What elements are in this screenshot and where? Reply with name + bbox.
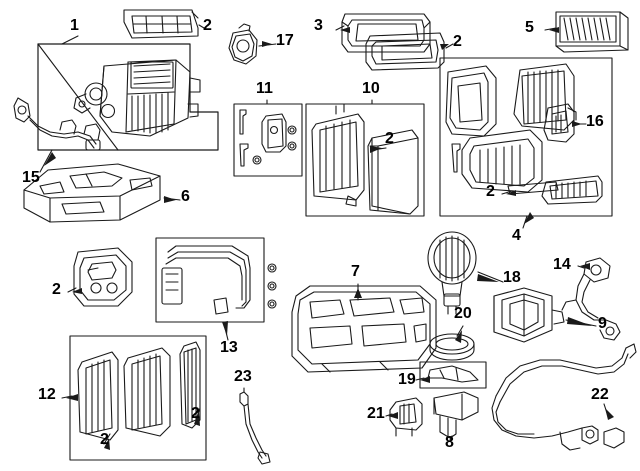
callout-18: 18 xyxy=(503,269,521,286)
callout-23: 23 xyxy=(234,368,252,385)
callout-12: 12 xyxy=(38,386,56,403)
part-2e-door-cover xyxy=(73,247,133,307)
leader-21 xyxy=(385,413,393,417)
callout-16: 16 xyxy=(586,113,604,130)
group-10-evaporator-box xyxy=(305,103,425,217)
leader-5 xyxy=(544,27,557,31)
callout-13: 13 xyxy=(220,339,238,356)
callout-2-b: 2 xyxy=(453,33,462,50)
leader-15 xyxy=(39,149,53,173)
callout-5: 5 xyxy=(525,19,534,36)
callout-10: 10 xyxy=(362,80,380,97)
group-4-blower-case-box xyxy=(439,57,613,217)
part-19-mounting-bracket xyxy=(419,361,487,389)
part-23-drain-tube xyxy=(239,391,271,465)
leader-2e xyxy=(67,287,77,293)
leader-8 xyxy=(449,435,453,441)
callout-15: 15 xyxy=(22,169,40,186)
callout-21: 21 xyxy=(367,405,385,422)
leader-19 xyxy=(415,377,425,381)
part-14-harness-connector xyxy=(561,257,621,341)
part-16-blower-resistor xyxy=(543,103,577,143)
part-2-vent-grille xyxy=(123,9,199,39)
leader-14 xyxy=(577,265,585,269)
callout-17: 17 xyxy=(276,32,294,49)
part-20-seal-ring xyxy=(429,333,475,361)
callout-22: 22 xyxy=(591,386,609,403)
part-18-blower-motor-fan xyxy=(427,231,477,315)
callout-2-e: 2 xyxy=(52,281,61,298)
part-2b-duct-seal xyxy=(365,32,445,71)
leader-2a xyxy=(198,24,205,29)
leader-20 xyxy=(456,325,464,337)
leader-1 xyxy=(61,35,79,45)
part-21-relay-module xyxy=(389,397,423,437)
callout-2-f: 2 xyxy=(191,405,200,422)
group-11-expansion-valve-box xyxy=(233,103,303,177)
part-9-duct-adapter xyxy=(493,287,565,343)
leader-2d xyxy=(501,190,513,195)
callout-2-a: 2 xyxy=(203,17,212,34)
part-5-cabin-air-filter xyxy=(555,11,629,53)
callout-19: 19 xyxy=(398,371,416,388)
part-17-actuator xyxy=(228,23,258,65)
callout-9: 9 xyxy=(598,315,607,332)
callout-4: 4 xyxy=(512,227,521,244)
group-13-hose-pipe-box xyxy=(155,237,277,323)
callout-2-g: 2 xyxy=(100,431,109,448)
part-15-harness-sensor xyxy=(13,97,101,151)
callout-2-d: 2 xyxy=(486,183,495,200)
part-7-lower-housing-tray xyxy=(291,285,437,373)
callout-20: 20 xyxy=(454,305,472,322)
part-22-main-wiring-harness xyxy=(491,343,637,451)
callout-3: 3 xyxy=(314,17,323,34)
group-12-heater-core-box xyxy=(69,335,207,461)
callout-7: 7 xyxy=(351,263,360,280)
leader-12 xyxy=(61,395,73,399)
group-1-heater-case-box xyxy=(37,43,219,151)
leader-18 xyxy=(477,271,504,283)
callout-2-c: 2 xyxy=(385,130,394,147)
callout-1: 1 xyxy=(70,17,79,34)
callout-11: 11 xyxy=(256,80,273,97)
part-6-lower-case xyxy=(23,163,161,223)
leader-2g xyxy=(103,433,111,445)
callout-8: 8 xyxy=(445,434,454,451)
leader-2b xyxy=(445,43,454,49)
part-8-support-bracket xyxy=(433,391,479,439)
callout-14: 14 xyxy=(553,256,571,273)
leader-3 xyxy=(335,25,345,31)
callout-6: 6 xyxy=(181,188,190,205)
